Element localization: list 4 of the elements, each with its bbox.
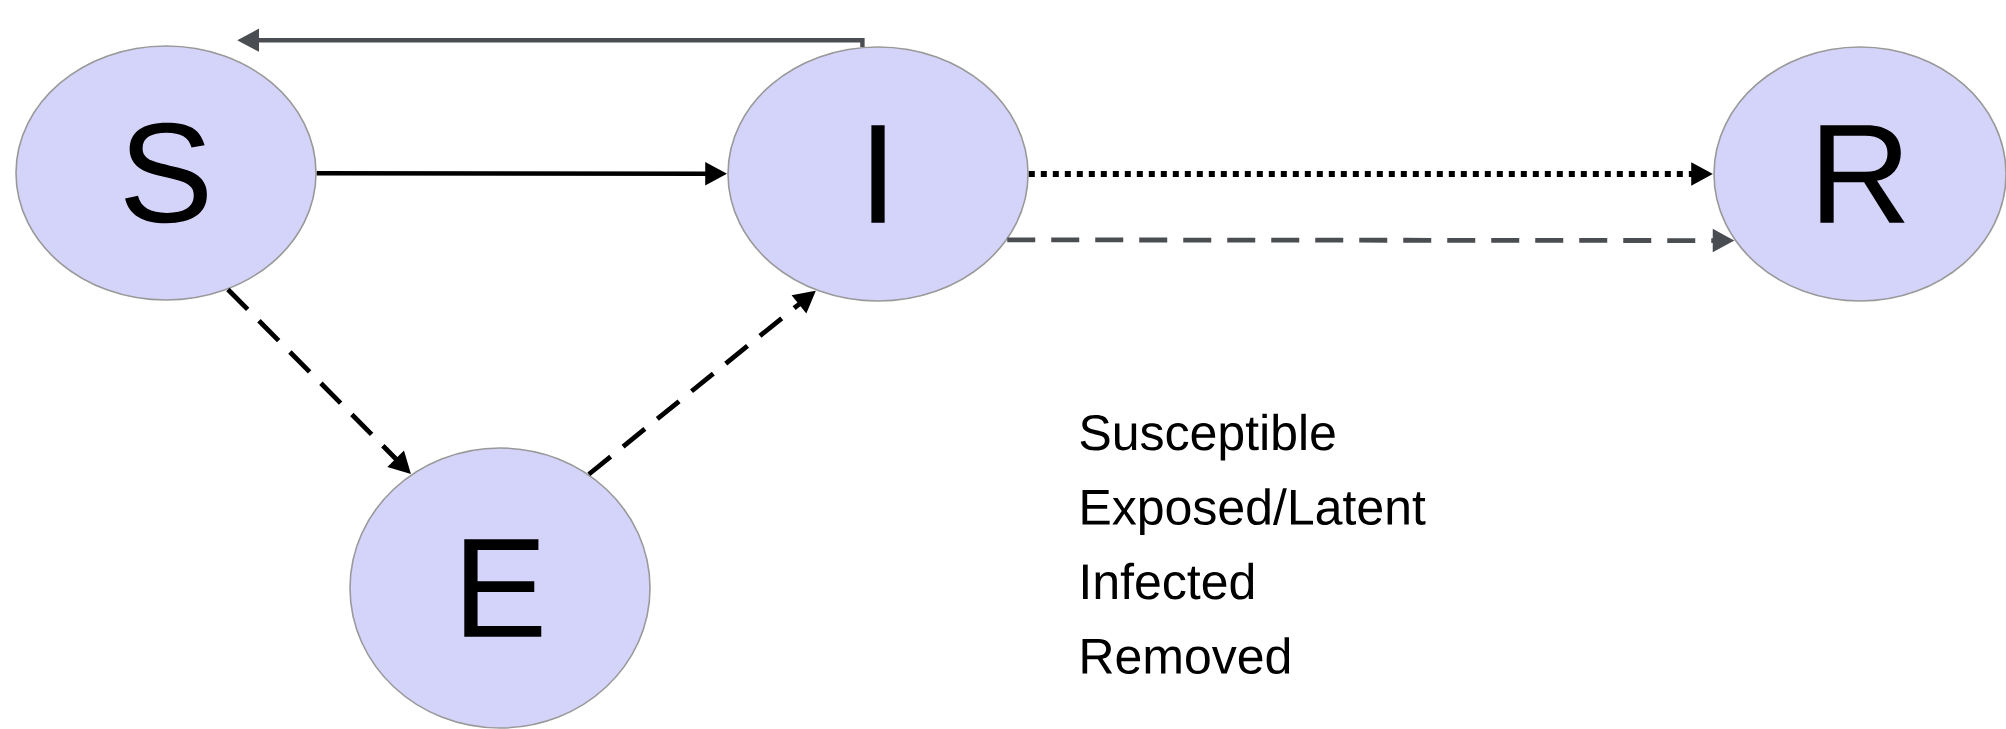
state-name: Removed (1082, 637, 1290, 674)
state-name: Susceptible (1080, 413, 1335, 461)
state-name: Exposed/Latent (1082, 488, 1426, 535)
state-name: Infected (1083, 562, 1254, 600)
